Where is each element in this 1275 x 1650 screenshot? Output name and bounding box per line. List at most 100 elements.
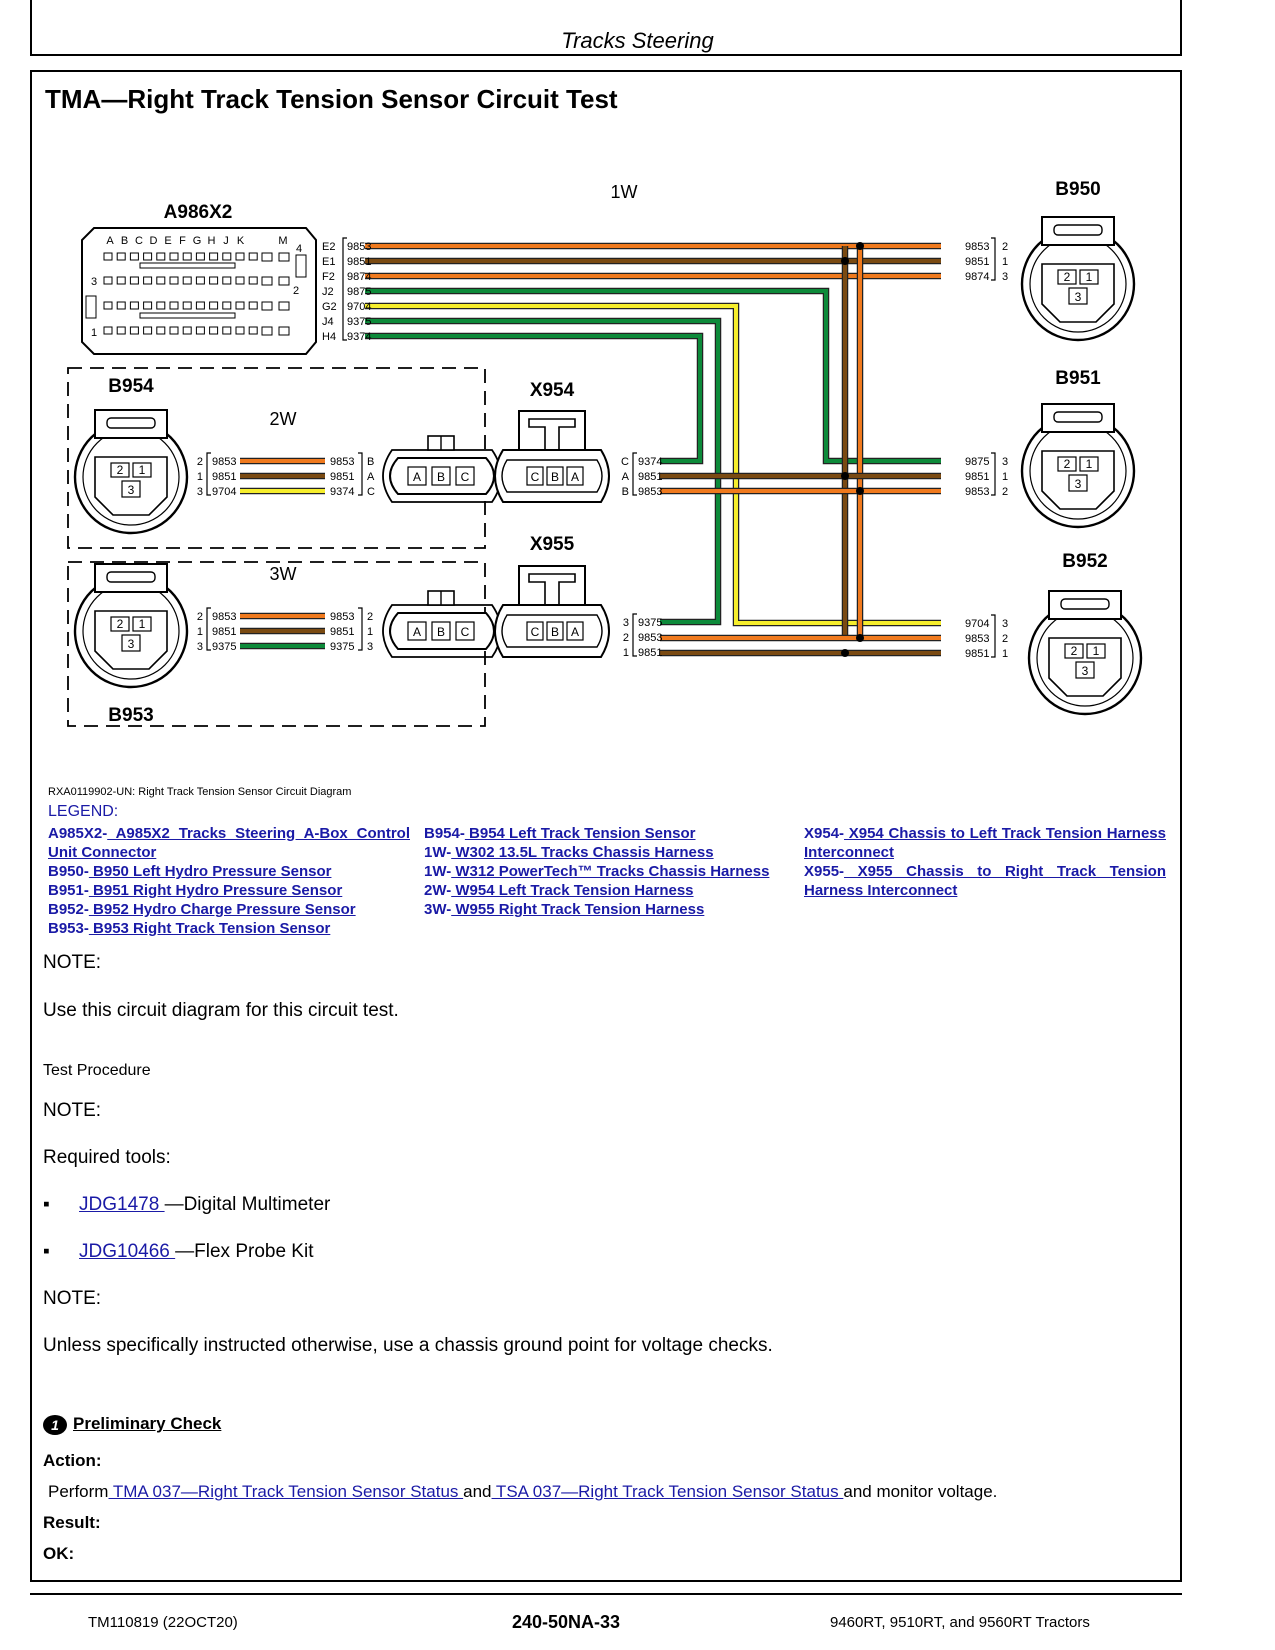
sensor-pin-label: 1 (1093, 644, 1100, 658)
legend-item-link[interactable]: W312 PowerTech™ Tracks Chassis Harness (451, 863, 770, 880)
pin-id: E2 (322, 241, 335, 253)
legend-item-link[interactable]: B950 Left Hydro Pressure Sensor (88, 863, 332, 880)
pin-cavity (235, 326, 245, 335)
pin-id: 3 (1002, 456, 1008, 468)
pin-cavity (103, 252, 113, 261)
legend-item-link[interactable]: W302 13.5L Tracks Chassis Harness (451, 844, 714, 861)
legend-column-3: X954- X954 Chassis to Left Track Tension… (804, 824, 1166, 900)
pin-cavity (129, 326, 139, 335)
pin-cavity (248, 252, 258, 261)
pin-id: C (621, 456, 629, 468)
legend-item[interactable]: A985X2- A985X2 Tracks Steering A-Box Con… (48, 824, 410, 862)
wire-9875 (365, 289, 941, 463)
harness-label-1w: 1W (611, 182, 638, 202)
wire-number: 9704 (212, 486, 236, 498)
pin-cavity (110, 616, 130, 632)
pin-id: B (367, 456, 374, 468)
pin-column-label: J (223, 235, 229, 247)
sensor-pin-label: 1 (1086, 270, 1093, 284)
legend-item[interactable]: X954- X954 Chassis to Left Track Tension… (804, 824, 1166, 862)
tool-item: ▪ JDG1478 —Digital Multimeter (43, 1194, 330, 1216)
sensor-pin-label: 2 (117, 463, 124, 477)
connector-pin-label: C (531, 470, 540, 484)
pin-column-label: D (150, 235, 158, 247)
pin-cavity (278, 252, 290, 262)
plug-pin-label: C (461, 625, 470, 639)
wire-number: 9704 (965, 618, 989, 630)
legend-item-link[interactable]: B951 Right Hydro Pressure Sensor (88, 882, 343, 899)
tsa-037-link[interactable]: TSA 037—Right Track Tension Sensor Statu… (491, 1482, 844, 1501)
legend-item-id: 1W- (424, 844, 452, 861)
legend-item[interactable]: B954- B954 Left Track Tension Sensor (424, 824, 786, 843)
tool-link-jdg1478[interactable]: JDG1478 (79, 1194, 165, 1215)
splice-dot (856, 487, 864, 495)
wire-number: 9874 (965, 271, 989, 283)
legend-item[interactable]: 2W- W954 Left Track Tension Harness (424, 881, 786, 900)
pin-cavity (1079, 269, 1099, 285)
pin-cavity (278, 301, 290, 311)
connector-pin-label: B (551, 470, 559, 484)
legend-item-link[interactable]: B953 Right Track Tension Sensor (88, 920, 331, 937)
preliminary-check-heading[interactable]: 1 Preliminary Check (43, 1414, 221, 1435)
sensor-pin-label: 2 (1064, 270, 1071, 284)
splice-dot (841, 472, 849, 480)
tma-037-link[interactable]: TMA 037—Right Track Tension Sensor Statu… (108, 1482, 464, 1501)
and-text: and (463, 1482, 492, 1501)
wire-number: 9851 (347, 256, 371, 268)
legend-item-link[interactable]: B952 Hydro Charge Pressure Sensor (88, 901, 356, 918)
legend-item-id: A985X2- (48, 825, 108, 842)
legend-item-id: B953- (48, 920, 89, 937)
plug-pin-label: B (437, 470, 445, 484)
pin-id: B (622, 486, 629, 498)
legend-item[interactable]: B950- B950 Left Hydro Pressure Sensor (48, 862, 410, 881)
wire-number: 9851 (330, 471, 354, 483)
pin-cavity (132, 616, 152, 632)
row-label: 4 (296, 243, 302, 255)
sensor-pin-label: 1 (139, 463, 146, 477)
pin-cavity (235, 252, 245, 261)
legend-item-link[interactable]: X955 Chassis to Right Track Tension Harn… (804, 863, 1166, 899)
required-tools-text: Required tools: (43, 1147, 171, 1168)
legend-item[interactable]: 1W- W302 13.5L Tracks Chassis Harness (424, 843, 786, 862)
legend-item-link[interactable]: A985X2 Tracks Steering A-Box Control Uni… (48, 825, 410, 861)
pin-column-label: F (179, 235, 186, 247)
wire-number: 9853 (347, 241, 371, 253)
legend-item[interactable]: B953- B953 Right Track Tension Sensor (48, 919, 410, 938)
legend-item[interactable]: X955- X955 Chassis to Right Track Tensio… (804, 862, 1166, 900)
connector-pin-label: B (551, 625, 559, 639)
wire-number: 9853 (638, 486, 662, 498)
legend-item[interactable]: 1W- W312 PowerTech™ Tracks Chassis Harne… (424, 862, 786, 881)
pin-cavity (116, 252, 126, 261)
pin-cavity (182, 276, 192, 285)
pin-cavity (431, 466, 451, 486)
preliminary-check-title[interactable]: Preliminary Check (73, 1414, 222, 1433)
pin-bracket (991, 452, 996, 496)
connector-label-b953: B953 (108, 705, 153, 726)
legend-item-link[interactable]: W954 Left Track Tension Harness (451, 882, 694, 899)
wire-number: 9374 (638, 456, 662, 468)
sensor-pin-label: 3 (1075, 477, 1082, 491)
monitor-text: and monitor voltage. (843, 1482, 998, 1501)
sensor-pin-label: 1 (1086, 457, 1093, 471)
pin-id: E1 (322, 256, 335, 268)
pin-cavity (278, 326, 290, 336)
legend-item-link[interactable]: W955 Right Track Tension Harness (451, 901, 705, 918)
legend-item[interactable]: 3W- W955 Right Track Tension Harness (424, 900, 786, 919)
step-number-icon: 1 (43, 1414, 67, 1435)
pin-cavity (261, 326, 273, 336)
legend-item-link[interactable]: B954 Left Track Tension Sensor (464, 825, 696, 842)
pin-cavity (209, 252, 219, 261)
footer-manual-id: TM110819 (22OCT20) (88, 1614, 238, 1631)
tool-link-jdg10466[interactable]: JDG10466 (79, 1241, 176, 1262)
pin-cavity (1079, 456, 1099, 472)
pin-cavity (195, 301, 205, 310)
pin-cavity (169, 301, 179, 310)
pin-cavity (546, 621, 564, 641)
dashed-group-3w (67, 561, 486, 727)
legend-item[interactable]: B952- B952 Hydro Charge Pressure Sensor (48, 900, 410, 919)
legend-item-link[interactable]: X954 Chassis to Left Track Tension Harne… (804, 825, 1166, 861)
legend-item-id: X954- (804, 825, 845, 842)
legend-item[interactable]: B951- B951 Right Hydro Pressure Sensor (48, 881, 410, 900)
pin-cavity (222, 326, 232, 335)
pin-bracket (358, 607, 363, 651)
